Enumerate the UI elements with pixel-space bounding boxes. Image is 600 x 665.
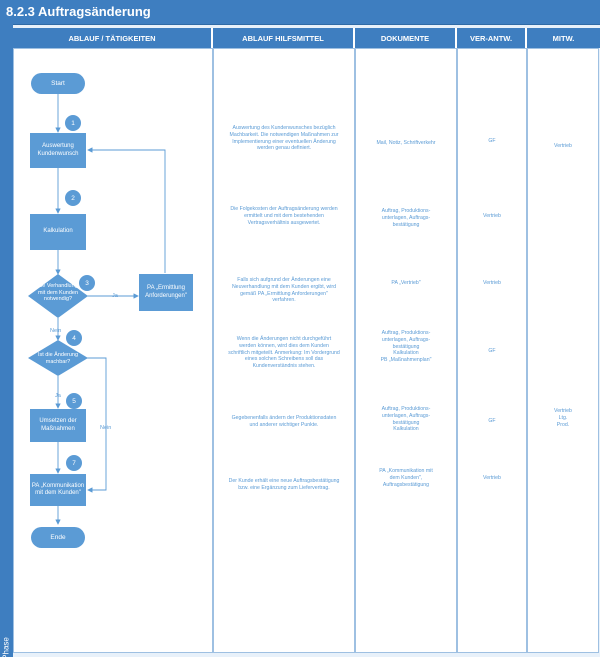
label-nein-2: Nein — [100, 425, 112, 431]
page-title: 8.2.3 Auftragsänderung — [6, 4, 151, 19]
lane-dokumente — [355, 48, 457, 653]
dokumente-text-1: Mail, Notiz, Schriftverkehr — [376, 140, 436, 146]
verantw-text-3: Vertrieb — [483, 280, 501, 286]
step-badge-4: 4 — [66, 330, 82, 346]
header-verantw: VER-ANTW. — [457, 28, 527, 48]
phase-column: Phase — [0, 24, 13, 660]
step-badge-7: 7 — [66, 455, 82, 471]
start-node: Start — [31, 73, 85, 94]
title-bar: 8.2.3 Auftragsänderung — [0, 0, 600, 25]
dokumente-text-4: Auftrag, Produktions- unterlagen, Auftra… — [380, 330, 432, 363]
dokumente-text-5: Auftrag, Produktions- unterlagen, Auftra… — [381, 406, 431, 433]
verantw-text-5: GF — [488, 418, 496, 424]
dokumente-text-6: PA „Kommunikation mit dem Kunden", Auftr… — [379, 468, 433, 488]
decision-1-label: Neue Verhandlungen mit dem Kunden notwen… — [32, 283, 84, 303]
header-hilfsmittel: ABLAUF HILFSMITTEL — [213, 28, 355, 48]
hilfsmittel-text-1: Auswertung des Kundenwunsches bezüglich … — [229, 125, 339, 152]
hilfsmittel-text-6: Der Kunde erhält eine neue Auftragsbestä… — [228, 478, 340, 491]
step-kommunikation: PA „Kommunikation mit dem Kunden" — [30, 474, 86, 506]
end-node: Ende — [31, 527, 85, 548]
step-kalkulation: Kalkulation — [30, 214, 86, 250]
dokumente-text-2: Auftrag, Produktions- unterlagen, Auftra… — [381, 208, 431, 228]
step-badge-1: 1 — [65, 115, 81, 131]
dokumente-text-3: PA „Vertrieb" — [391, 280, 421, 286]
hilfsmittel-text-3: Falls sich aufgrund der Änderungen eine … — [231, 277, 337, 304]
mitw-text-1: Vertrieb — [554, 143, 572, 149]
decision-2-label: Ist die Änderung machbar? — [37, 352, 79, 365]
label-ja-1: Ja — [112, 293, 118, 299]
pa-ermittlung-anforderungen: PA „Ermittlung Anforderungen" — [139, 274, 193, 311]
label-ja-2: Ja — [55, 393, 61, 399]
verantw-text-6: Vertrieb — [483, 475, 501, 481]
header-ablauf: ABLAUF / TÄTIGKEITEN — [13, 28, 213, 48]
lane-mitw — [527, 48, 599, 653]
step-badge-3: 3 — [79, 275, 95, 291]
mitw-text-2: Vertrieb Ltg. Prod. — [554, 408, 572, 428]
verantw-text-2: Vertrieb — [483, 213, 501, 219]
label-nein-1: Nein — [50, 328, 62, 334]
hilfsmittel-text-2: Die Folgekosten der Auftragsänderung wer… — [230, 206, 338, 226]
decision-neue-verhandlungen — [28, 274, 88, 318]
lane-verantw — [457, 48, 527, 653]
step-badge-5: 5 — [66, 393, 82, 409]
step-badge-2: 2 — [65, 190, 81, 206]
step-umsetzen: Umsetzen der Maßnahmen — [30, 409, 86, 442]
decision-machbar — [28, 340, 88, 376]
step-auswertung: Auswertung Kundenwunsch — [30, 133, 86, 168]
verantw-text-1: GF — [488, 138, 496, 144]
header-mitw: MITW. — [527, 28, 600, 48]
lane-hilfsmittel — [213, 48, 355, 653]
hilfsmittel-text-4: Wenn die Änderungen nicht durchgeführt w… — [228, 336, 340, 369]
verantw-text-4: GF — [488, 348, 496, 354]
header-dokumente: DOKUMENTE — [355, 28, 457, 48]
hilfsmittel-text-5: Gegebenenfalls ändern der Produktionsdat… — [231, 415, 337, 428]
